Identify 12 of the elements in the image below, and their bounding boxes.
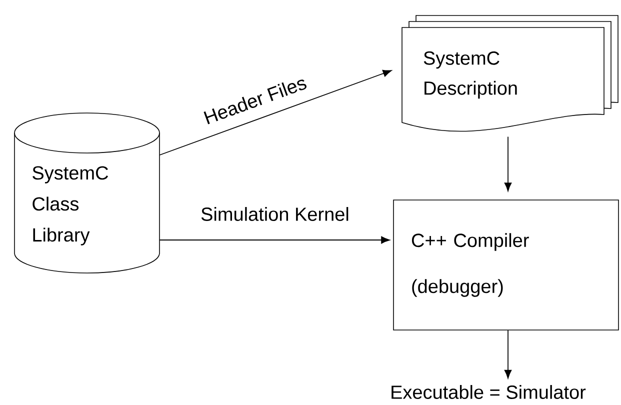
arrow — [504, 330, 512, 379]
arrow — [159, 236, 390, 244]
arrow — [504, 136, 512, 192]
node-label: SystemC Description — [424, 51, 517, 99]
document-stack: SystemC Description — [402, 15, 618, 132]
node-label: SystemC Class Library — [32, 166, 108, 246]
edge-label: Simulation Kernel — [200, 206, 350, 222]
process-box: C++ Compiler (debugger) — [393, 200, 619, 330]
arrow — [159, 70, 392, 156]
output-text: Executable = Simulator — [392, 385, 586, 399]
edge-label: Header Files — [200, 74, 310, 126]
cylinder: SystemC Class Library — [14, 112, 160, 274]
